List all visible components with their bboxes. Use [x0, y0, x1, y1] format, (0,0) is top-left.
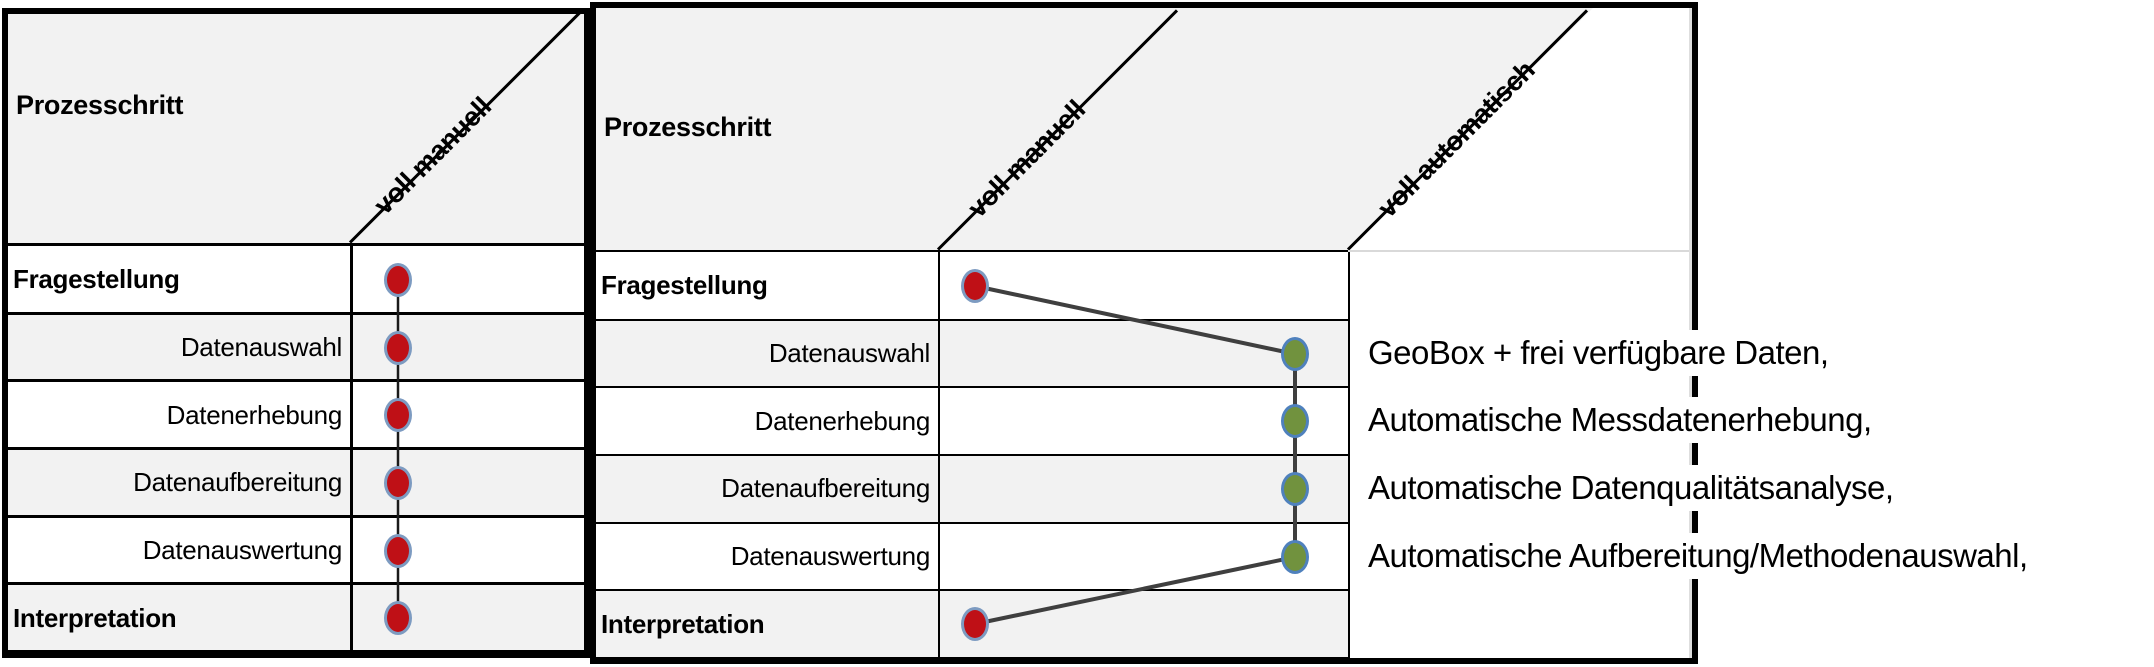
process-table-manual: Prozesschritt voll manuell Fragestellung…: [2, 8, 590, 658]
table-row: Datenauswertung: [8, 517, 584, 586]
left-table-body: Fragestellung Datenauswahl Datenerhebung…: [8, 246, 584, 653]
right-column-separator-1: [938, 252, 940, 658]
process-dot: [384, 465, 412, 500]
row-label: Fragestellung: [13, 264, 180, 295]
right-table-body: Fragestellung Datenauswahl Datenerhebung…: [596, 252, 1692, 659]
annotation-datenauswertung: Automatische Aufbereitung/Methodenauswah…: [1366, 533, 2036, 579]
left-table-header: Prozesschritt voll manuell: [8, 14, 584, 246]
right-table-header: Prozesschritt voll manuell voll automati…: [596, 8, 1692, 250]
row-label: Datenaufbereitung: [721, 473, 930, 504]
table-row: Interpretation: [596, 590, 1692, 659]
process-dot: [961, 268, 989, 303]
process-dot: [384, 601, 412, 636]
right-header-bottom-line: [596, 250, 1692, 252]
process-dot: [384, 398, 412, 433]
row-label: Datenauswahl: [768, 338, 930, 368]
process-dot: [1281, 336, 1309, 371]
process-dot: [1281, 404, 1309, 439]
table-row: Datenauswahl: [8, 313, 584, 383]
row-label: Datenauswertung: [730, 541, 931, 572]
process-dot: [1281, 471, 1309, 506]
process-dot: [961, 607, 989, 642]
table-row: Fragestellung: [596, 252, 1692, 321]
process-table-automated: Prozesschritt voll manuell voll automati…: [590, 2, 1698, 664]
row-label: Datenauswahl: [180, 332, 342, 362]
row-label: Datenerhebung: [754, 405, 931, 436]
annotation-datenauswahl: GeoBox + frei verfügbare Daten,: [1366, 330, 1837, 376]
process-dot: [1281, 539, 1309, 574]
process-dot: [384, 330, 412, 365]
table-row: Fragestellung: [8, 246, 584, 315]
left-column-separator: [350, 246, 353, 652]
annotation-datenerhebung: Automatische Messdatenerhebung,: [1366, 397, 1880, 443]
left-header-prozesschritt-label: Prozesschritt: [16, 90, 184, 120]
row-label: Interpretation: [601, 608, 765, 639]
row-label: Datenaufbereitung: [133, 467, 342, 498]
table-row: Datenerhebung: [8, 381, 584, 450]
table-row: Datenaufbereitung: [8, 449, 584, 518]
row-label: Datenauswertung: [142, 535, 343, 566]
annotation-datenaufbereitung: Automatische Datenqualitätsanalyse,: [1366, 465, 1902, 511]
left-column-voll-manuell-label: voll manuell: [368, 91, 498, 221]
row-label: Interpretation: [13, 602, 177, 633]
right-header-prozesschritt-label: Prozesschritt: [604, 112, 772, 142]
right-column-separator-2: [1348, 252, 1350, 658]
table-row: Interpretation: [8, 584, 584, 653]
process-dot: [384, 262, 412, 297]
process-dot: [384, 533, 412, 568]
row-label: Fragestellung: [601, 270, 768, 301]
row-label: Datenerhebung: [166, 399, 343, 430]
